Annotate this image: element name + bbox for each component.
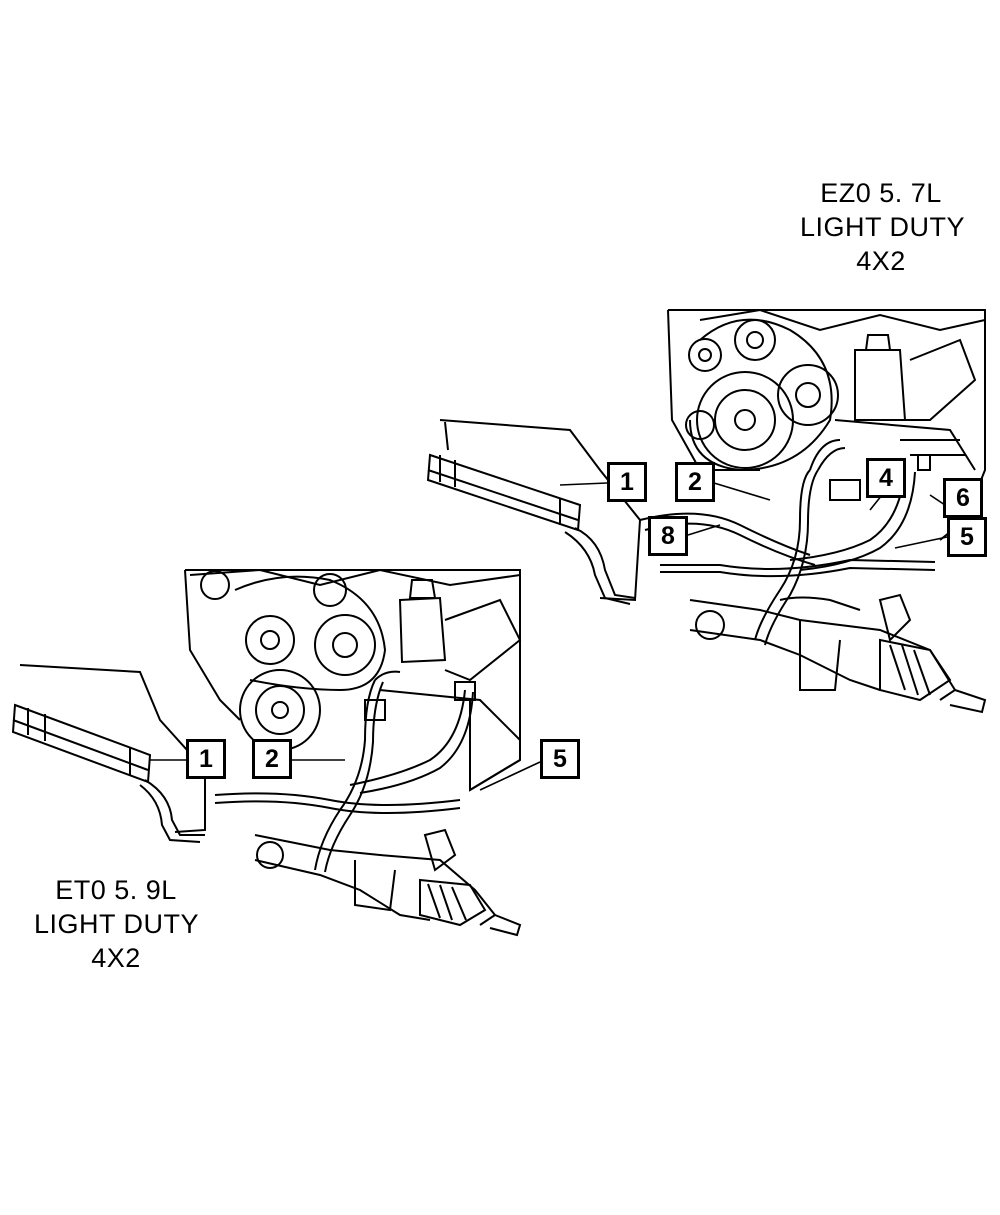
callout-upper-cooler: 1	[607, 462, 647, 502]
caption-top-right-line1: EZ0 5. 7L	[820, 178, 942, 208]
caption-bottom-left-line3: 4X2	[91, 943, 141, 973]
caption-top-right-line3: 4X2	[856, 246, 906, 276]
caption-top-right: EZ0 5. 7L LIGHT DUTY 4X2	[800, 176, 966, 278]
caption-bottom-left: ET0 5. 9L LIGHT DUTY 4X2	[34, 873, 200, 975]
caption-bottom-left-line1: ET0 5. 9L	[55, 875, 177, 905]
callout-upper-pressure-hose: 2	[675, 462, 715, 502]
caption-top-right-line2: LIGHT DUTY	[800, 212, 966, 242]
lower-hoses-illustration	[214, 670, 522, 937]
callout-upper-cooler-hose: 5	[947, 517, 987, 557]
leader-lines	[150, 482, 961, 791]
upper-cooler-illustration	[426, 419, 642, 605]
callout-upper-return-hose: 4	[866, 458, 906, 498]
callout-lower-pressure-hose: 2	[252, 739, 292, 779]
lower-cooler-illustration	[11, 664, 206, 843]
lower-engine-illustration	[184, 568, 522, 792]
upper-engine-illustration	[667, 308, 986, 541]
callout-upper-clamp: 6	[943, 478, 983, 518]
callout-upper-cooler-line: 8	[648, 516, 688, 556]
callout-lower-cooler: 1	[186, 739, 226, 779]
caption-bottom-left-line2: LIGHT DUTY	[34, 909, 200, 939]
callout-lower-cooler-hose: 5	[540, 739, 580, 779]
